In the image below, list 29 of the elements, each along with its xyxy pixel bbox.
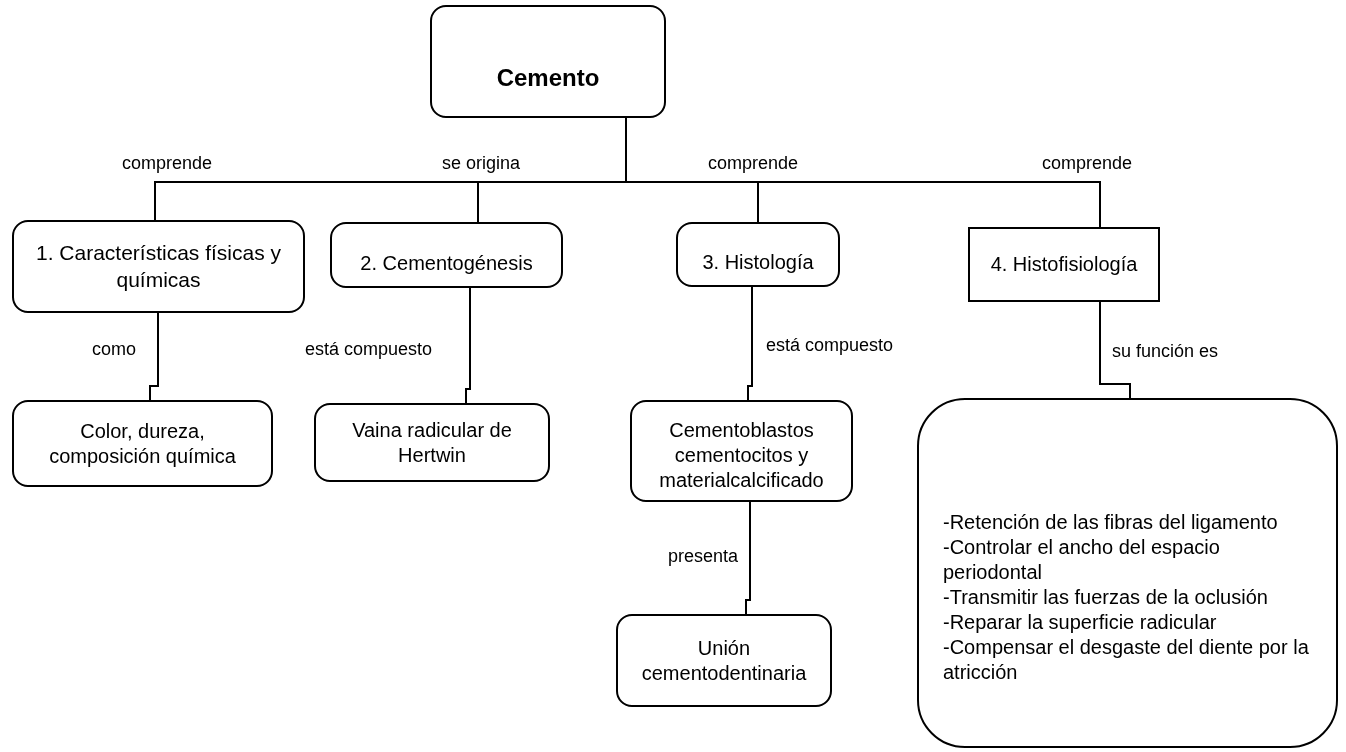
connector-line [149, 312, 159, 401]
concept-box [676, 222, 840, 287]
node-text: 2. Cementogénesis [359, 250, 534, 276]
node-text: -Transmitir las fuerzas de la oclusión [943, 584, 1269, 610]
node-text: Color, dureza, composición química [48, 418, 237, 469]
concept-box [12, 220, 305, 313]
node-text: 4. Histofisiología [989, 252, 1139, 277]
node-text: -Compensar el desgaste del diente por la atricción [943, 634, 1310, 685]
node-text: Unión cementodentinaria [640, 635, 808, 686]
concept-box [968, 227, 1160, 302]
concept-box [630, 400, 853, 502]
node-text: -Controlar el ancho del espacio periodontal [943, 534, 1221, 585]
node-text: Cementoblastos cementocitos y materialcalcificado [658, 417, 825, 493]
node-text: Cemento [495, 62, 601, 93]
node-text: Vaina radicular de Hertwin [351, 417, 513, 468]
concept-box [314, 403, 550, 482]
node-text: -Retención de las fibras del ligamento [943, 509, 1279, 535]
concept-box [616, 614, 832, 707]
connector-line [747, 286, 753, 401]
concept-box [12, 400, 273, 487]
concept-box [330, 222, 563, 288]
concept-box [917, 398, 1338, 748]
node-text: -Reparar la superficie radicular [943, 609, 1218, 635]
node-text: 1. Características físicas y químicas [34, 240, 283, 293]
connector-line [1099, 301, 1131, 399]
node-text: 3. Histología [701, 250, 815, 275]
connector-line [465, 287, 471, 404]
connector-line [745, 501, 751, 615]
concept-box [430, 5, 666, 118]
